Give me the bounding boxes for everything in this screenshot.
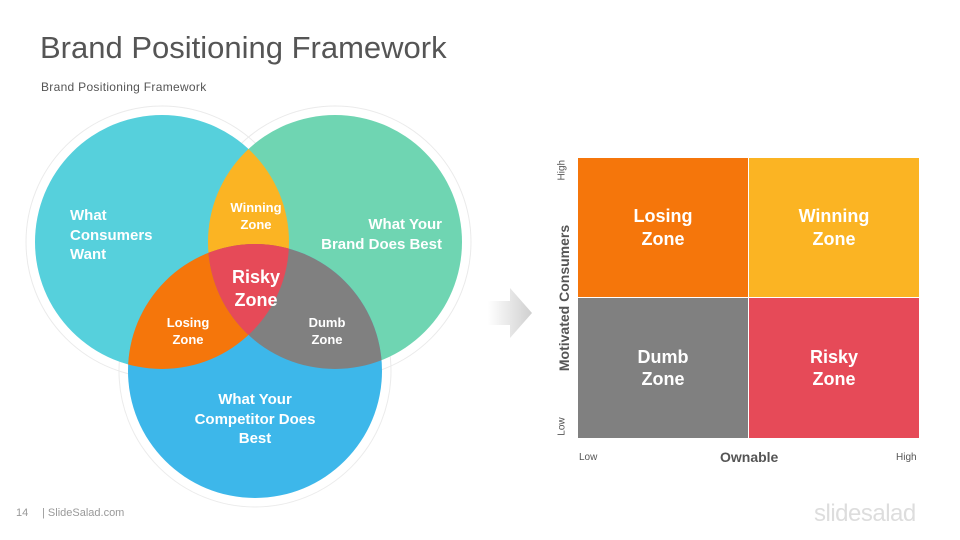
venn-winning-label: Winning Zone (230, 200, 282, 232)
x-axis-title: Ownable (720, 449, 779, 465)
venn-dumb-label: Dumb Zone (308, 315, 346, 347)
page-title: Brand Positioning Framework (40, 30, 447, 65)
x-axis-low-label: Low (579, 452, 598, 463)
source-text: | SlideSalad.com (42, 507, 125, 519)
matrix-cell-losing: Losing Zone (578, 158, 748, 297)
y-axis-title: Motivated Consumers (556, 224, 572, 372)
matrix-cell-winning: Winning Zone (749, 158, 919, 297)
slidesalad-logo: slidesalad (814, 500, 916, 527)
y-axis-high-label: High (556, 159, 568, 181)
y-axis-low-label: Low (556, 417, 568, 436)
matrix-cell-winning-label: Winning Zone (798, 206, 870, 249)
venn-consumers-label: What Consumers Want (70, 207, 153, 263)
page-subtitle: Brand Positioning Framework (41, 80, 207, 94)
venn-competitor-label: What Your Competitor Does Best (194, 391, 316, 447)
dumb-zone-region (208, 244, 382, 369)
venn-brand-label: What Your Brand Does Best (321, 216, 442, 253)
arrow-right-icon (488, 288, 532, 338)
matrix-cell-dumb-label: Dumb Zone (637, 346, 689, 390)
venn-risky-label: Risky Zone (231, 267, 281, 311)
matrix-cell-risky-label: Risky Zone (809, 346, 859, 390)
positioning-matrix: Losing Zone Winning Zone Dumb Zone Risky… (578, 158, 919, 438)
x-axis-high-label: High (896, 452, 917, 463)
matrix-cell-dumb: Dumb Zone (578, 298, 748, 438)
matrix-cell-losing-label: Losing Zone (633, 206, 693, 249)
losing-zone-region (128, 244, 289, 369)
page-number: 14 (16, 507, 29, 519)
venn-losing-label: Losing Zone (166, 315, 210, 347)
matrix-cell-risky: Risky Zone (749, 298, 919, 438)
